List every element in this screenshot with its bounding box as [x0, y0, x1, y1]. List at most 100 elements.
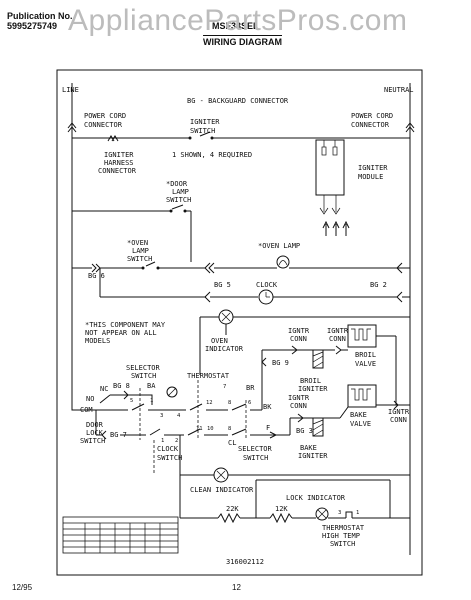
contact-num-2: 3	[160, 413, 163, 419]
line-label: LINE	[62, 86, 79, 94]
no-label: NO	[86, 395, 94, 403]
component-note-1: *THIS COMPONENT MAY	[85, 321, 166, 329]
oven-lamp-icon	[276, 255, 290, 269]
igniter-harness-2: HARNESS	[104, 159, 134, 167]
selector-contacts	[96, 380, 290, 475]
bg2-upper-connector-icon	[396, 262, 403, 274]
igniter-module-2: MODULE	[358, 173, 383, 181]
oven-lamp-switch-2: LAMP	[132, 247, 149, 255]
selector-switch-top-1: SELECTOR	[126, 364, 161, 372]
power-cord-right-2: CONNECTOR	[351, 121, 390, 129]
selector-switch-top-2: SWITCH	[131, 372, 156, 380]
door-lamp-switch-1: *DOOR	[166, 180, 188, 188]
contact-num-4: 1	[161, 438, 164, 444]
bg2-label: BG 2	[370, 281, 387, 289]
r12k-label: 12K	[275, 505, 288, 513]
publication-number: 5995275749	[7, 21, 58, 31]
high-temp-switch-icon	[345, 511, 353, 518]
thermostat-label: THERMOSTAT	[187, 372, 230, 380]
switch-chart-table	[62, 516, 179, 554]
watermark: AppliancePartsPros.com	[68, 4, 408, 37]
broil-igniter-2: IGNITER	[298, 385, 328, 393]
door-lock-switch-3: SWITCH	[80, 437, 105, 445]
diagram-title: WIRING DIAGRAM	[203, 35, 282, 47]
neutral-label: NEUTRAL	[384, 86, 414, 94]
bake-igniter-icon	[312, 417, 324, 437]
lock-indicator-label: LOCK INDICATOR	[286, 494, 346, 502]
broil-valve-icon	[347, 324, 377, 348]
broil-ignitr-connector-2-icon	[335, 345, 342, 355]
clock-switch-2: SWITCH	[157, 454, 182, 462]
contact-num-0: 5	[130, 398, 133, 404]
contact-num-6: 7	[223, 384, 226, 390]
ignitr-conn-1-1: IGNTR	[288, 327, 310, 335]
component-note-2: NOT APPEAR ON ALL	[85, 329, 157, 337]
igniter-harness-connector-icon	[107, 135, 119, 142]
igniter-output-arrows-icon	[322, 220, 350, 236]
ignitr-conn-4-1: IGNTR	[388, 408, 410, 416]
ignitr-conn-3-1: IGNTR	[288, 394, 310, 402]
bake-ignitr-connector-icon	[297, 413, 304, 423]
ignitr-conn-2-2: CONN	[329, 335, 346, 343]
igniter-module-box	[315, 139, 345, 196]
bg-legend: BG - BACKGUARD CONNECTOR	[187, 97, 289, 105]
bg6-connector-icon	[91, 263, 101, 273]
contact-num-9: 6	[248, 400, 251, 406]
publication-label: Publication No.	[7, 11, 73, 21]
bg9-label: BG 9	[272, 359, 289, 367]
bg9-connector-icon	[261, 357, 267, 367]
r22k-label: 22K	[226, 505, 239, 513]
part-code: 316002112	[226, 558, 264, 566]
resistor-22k-icon	[217, 512, 241, 524]
clean-indicator-label: CLEAN INDICATOR	[190, 486, 254, 494]
bg7-label: BG 7	[110, 431, 127, 439]
oven-lamp-switch-3: SWITCH	[127, 255, 152, 263]
nc-label: NC	[100, 385, 108, 393]
footer-date: 12/95	[12, 583, 33, 592]
oven-indicator-1: OVEN	[211, 337, 228, 345]
door-lamp-switch-2: LAMP	[172, 188, 189, 196]
power-cord-left-1: POWER CORD	[84, 112, 126, 120]
f-arrow-icon	[269, 431, 278, 439]
bake-valve-2: VALVE	[350, 420, 371, 428]
contact-num-1: 1	[150, 398, 153, 404]
door-lamp-switch-3: SWITCH	[166, 196, 191, 204]
f-label: F	[266, 424, 270, 432]
clock-label: CLOCK	[256, 281, 278, 289]
contact-num-7: 8	[228, 400, 231, 406]
igniter-harness-1: IGNITER	[104, 151, 134, 159]
diagram-frame	[56, 69, 423, 576]
shown-required-note: 1 SHOWN, 4 REQUIRED	[172, 151, 252, 159]
broil-valve-2: VALVE	[355, 360, 376, 368]
broil-igniter-1: BROIL	[300, 377, 321, 385]
bake-igniter-2: IGNITER	[298, 452, 328, 460]
selector-switch-bottom-1: SELECTOR	[238, 445, 273, 453]
igniter-module-1: IGNITER	[358, 164, 388, 172]
terminal-3-label: 3	[338, 510, 341, 516]
power-cord-left-connector-icon	[67, 122, 77, 133]
bake-igniter-1: BAKE	[300, 444, 317, 452]
thermostat-icon	[166, 386, 178, 398]
power-cord-left-2: CONNECTOR	[84, 121, 123, 129]
ignitr-conn-2-1: IGNTR	[327, 327, 349, 335]
ignitr-conn-1-2: CONN	[290, 335, 307, 343]
footer-page: 12	[232, 583, 241, 592]
contact-num-10: 12	[206, 400, 213, 406]
power-cord-right-connector-icon	[405, 122, 415, 133]
br-label: BR	[246, 384, 255, 392]
high-temp-switch-2: HIGH TEMP	[322, 532, 360, 540]
high-temp-switch-1: THERMOSTAT	[322, 524, 365, 532]
contact-num-3: 4	[177, 413, 181, 419]
bk-label: BK	[263, 403, 272, 411]
power-cord-right-1: POWER CORD	[351, 112, 393, 120]
bg8-label: BG 8	[113, 382, 130, 390]
ignitr-conn-4-2: CONN	[390, 416, 407, 424]
ba-label: BA	[147, 382, 156, 390]
selector-switch-bottom-2: SWITCH	[243, 454, 268, 462]
bg8-connector-icon	[123, 390, 129, 400]
igniter-switch-2: SWITCH	[190, 127, 215, 135]
bake-valve-1: BAKE	[350, 411, 367, 419]
lock-indicator-icon	[315, 507, 329, 521]
oven-lamp-label: *OVEN LAMP	[258, 242, 300, 250]
